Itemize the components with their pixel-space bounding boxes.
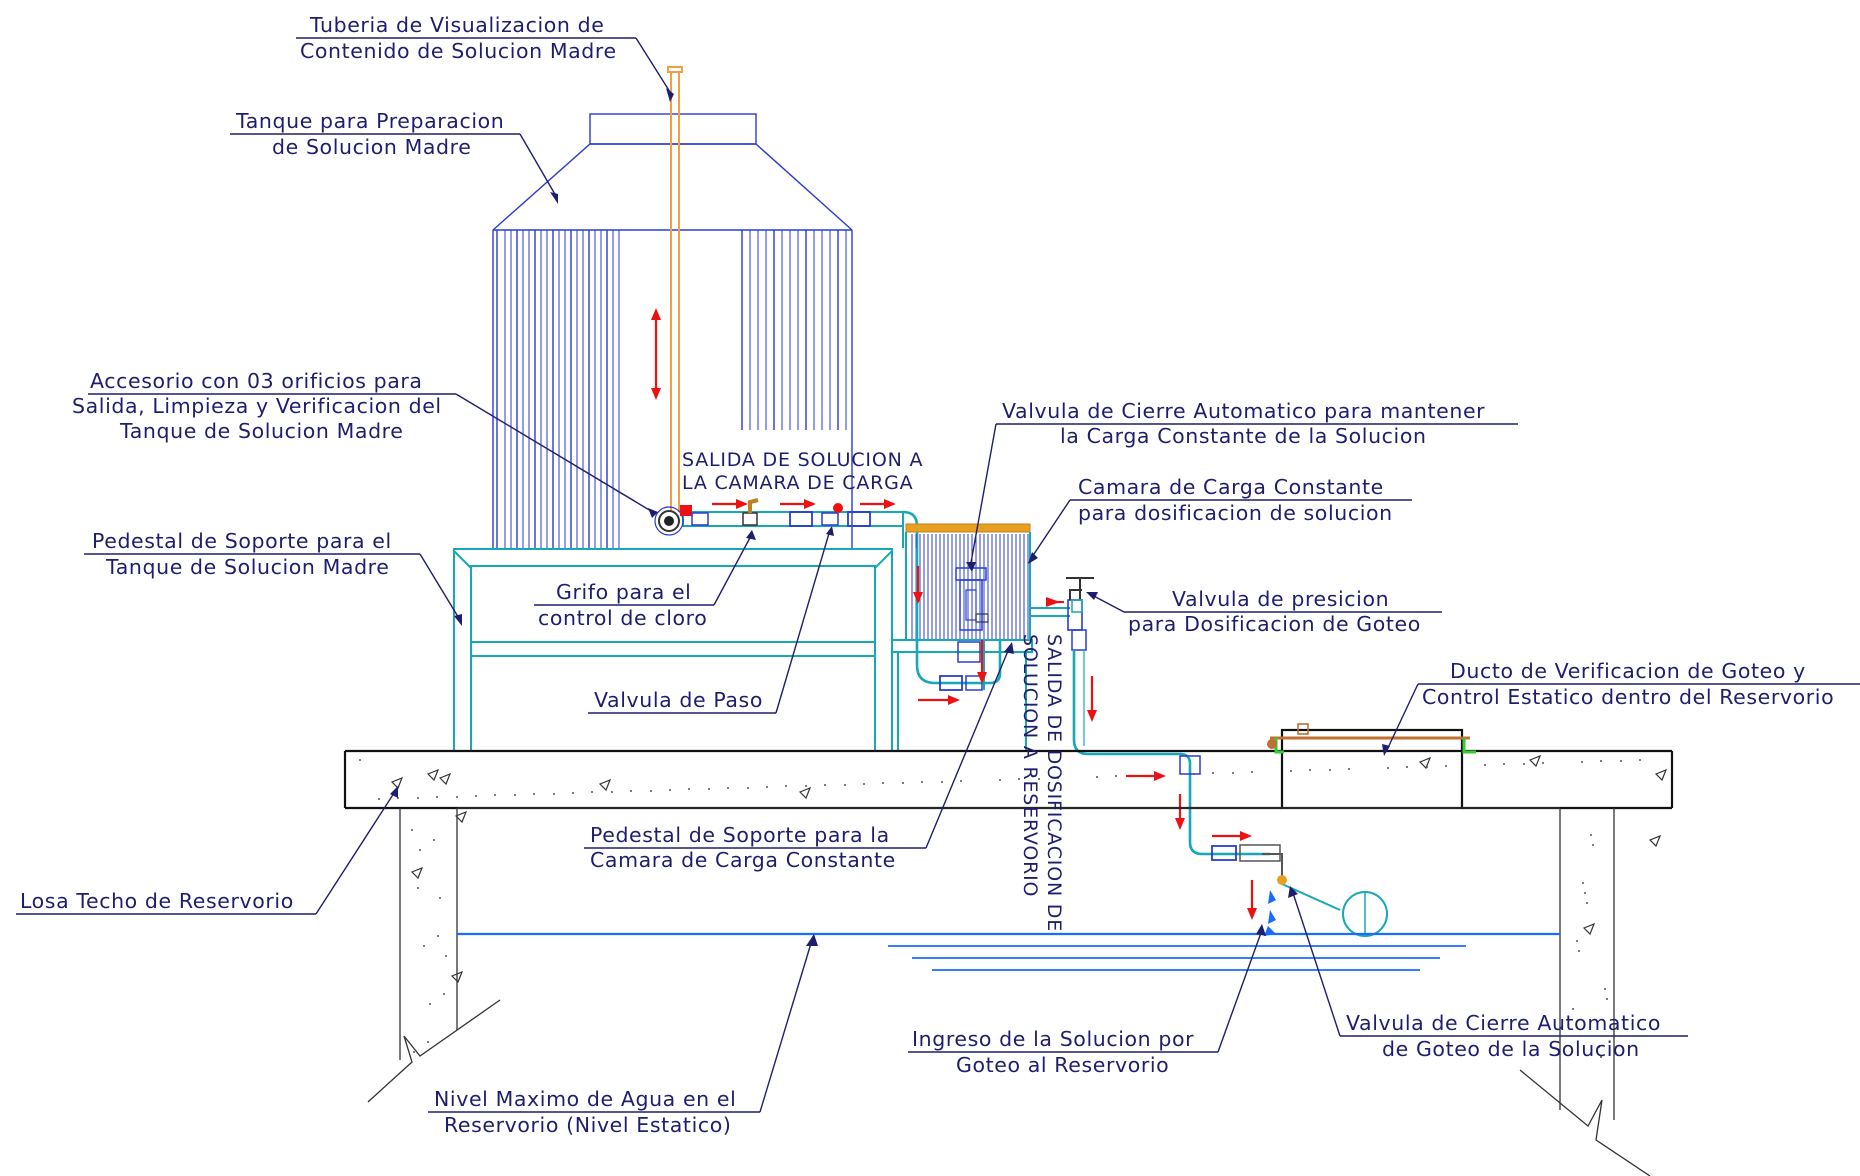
label-outlet-to-chamber: SALIDA DE SOLUCION A LA CAMARA DE CARGA: [682, 449, 923, 494]
label-auto-shutoff-chamber: Valvula de Cierre Automatico para manten…: [966, 399, 1518, 572]
svg-text:SALIDA DE SOLUCION A: SALIDA DE SOLUCION A: [682, 449, 923, 471]
precision-valve: [1030, 577, 1094, 651]
svg-text:SOLUCION A RESERVORIO: SOLUCION A RESERVORIO: [1019, 634, 1041, 897]
svg-text:Valvula de Cierre Automatico p: Valvula de Cierre Automatico para manten…: [1002, 399, 1485, 423]
svg-text:para Dosificacion de Goteo: para Dosificacion de Goteo: [1128, 612, 1421, 636]
label-constant-head-chamber: Camara de Carga Constante para dosificac…: [1028, 475, 1412, 564]
svg-text:Salida, Limpieza y Verificacio: Salida, Limpieza y Verificacion del: [72, 394, 442, 418]
label-dosing-outlet: SALIDA DE DOSIFICACION DE SOLUCION A RES…: [1019, 634, 1065, 932]
svg-text:Tanque para Preparacion: Tanque para Preparacion: [235, 109, 504, 133]
label-chamber-pedestal: Pedestal de Soporte para la Camara de Ca…: [584, 642, 1014, 872]
label-fitting: Accesorio con 03 orificios para Salida, …: [72, 369, 658, 518]
svg-text:Pedestal de Soporte para el: Pedestal de Soporte para el: [92, 529, 392, 553]
label-gate-valve: Valvula de Paso: [588, 526, 834, 714]
label-roof-slab: Losa Techo de Reservorio: [16, 786, 398, 915]
svg-text:SALIDA DE DOSIFICACION DE: SALIDA DE DOSIFICACION DE: [1043, 634, 1065, 932]
sight-tube: [667, 66, 683, 512]
sight-tube-level-arrow: [651, 308, 661, 400]
chamber-pedestal: [891, 639, 1033, 751]
svg-text:Tuberia de Visualizacion de: Tuberia de Visualizacion de: [309, 13, 604, 37]
svg-text:Goteo al Reservorio: Goteo al Reservorio: [956, 1053, 1169, 1077]
svg-text:Tanque de Solucion Madre: Tanque de Solucion Madre: [119, 419, 403, 443]
dosing-line: [1072, 650, 1388, 937]
label-check-duct: Ducto de Verificacion de Goteo y Control…: [1382, 659, 1860, 756]
svg-text:Valvula de Paso: Valvula de Paso: [594, 688, 763, 712]
svg-text:para dosificacion de solucion: para dosificacion de solucion: [1078, 501, 1393, 525]
svg-text:de Goteo de la Solucion: de Goteo de la Solucion: [1382, 1037, 1640, 1061]
svg-text:Pedestal de Soporte para la: Pedestal de Soporte para la: [590, 823, 890, 847]
dosing-arrows: [1046, 597, 1257, 920]
mother-solution-tank: [492, 113, 853, 548]
svg-text:Reservorio (Nivel Estatico): Reservorio (Nivel Estatico): [444, 1113, 731, 1137]
svg-text:control de cloro: control de cloro: [538, 606, 707, 630]
svg-text:Camara de Carga Constante: Camara de Carga Constante: [590, 848, 896, 872]
label-sight-tube: Tuberia de Visualizacion de Contenido de…: [296, 13, 674, 102]
svg-text:LA CAMARA DE CARGA: LA CAMARA DE CARGA: [682, 472, 913, 494]
svg-text:Losa Techo de Reservorio: Losa Techo de Reservorio: [20, 889, 294, 913]
outlet-flow-arrows: [712, 499, 896, 509]
svg-text:Grifo para el: Grifo para el: [556, 580, 691, 604]
svg-text:Ducto de Verificacion de Goteo: Ducto de Verificacion de Goteo y: [1450, 659, 1806, 683]
svg-text:Ingreso de la Solucion por: Ingreso de la Solucion por: [912, 1027, 1194, 1051]
svg-text:Accesorio con 03 orificios par: Accesorio con 03 orificios para: [90, 369, 423, 393]
outlet-pipe: [654, 498, 919, 548]
label-chlorine-tap: Grifo para el control de cloro: [534, 530, 756, 630]
svg-text:la Carga Constante de la Soluc: la Carga Constante de la Solucion: [1060, 424, 1427, 448]
label-tank-pedestal: Pedestal de Soporte para el Tanque de So…: [84, 529, 462, 626]
charge-chamber: [905, 523, 1031, 640]
svg-text:Valvula de Cierre Automatico: Valvula de Cierre Automatico: [1346, 1011, 1661, 1035]
chamber-arrows: [913, 566, 987, 705]
water-lines: [457, 932, 1560, 971]
label-tank: Tanque para Preparacion de Solucion Madr…: [230, 109, 558, 204]
label-drip-inflow: Ingreso de la Solucion por Goteo al Rese…: [908, 924, 1266, 1077]
reservoir-roof-slab: [343, 723, 1674, 810]
svg-text:Valvula de presicion: Valvula de presicion: [1172, 587, 1389, 611]
label-precision-valve: Valvula de presicion para Dosificacion d…: [1086, 587, 1442, 636]
svg-text:Control Estatico dentro del Re: Control Estatico dentro del Reservorio: [1422, 685, 1834, 709]
label-max-water-level: Nivel Maximo de Agua en el Reservorio (N…: [428, 934, 818, 1137]
label-drip-shutoff: Valvula de Cierre Automatico de Goteo de…: [1288, 886, 1688, 1061]
reservoir-walls: [367, 807, 1651, 1176]
svg-text:de Solucion Madre: de Solucion Madre: [272, 135, 471, 159]
svg-text:Nivel Maximo de Agua en el: Nivel Maximo de Agua en el: [434, 1087, 736, 1111]
svg-text:Contenido de Solucion Madre: Contenido de Solucion Madre: [300, 39, 617, 63]
svg-text:Camara de Carga Constante: Camara de Carga Constante: [1078, 475, 1384, 499]
svg-text:Tanque de Solucion Madre: Tanque de Solucion Madre: [105, 555, 389, 579]
